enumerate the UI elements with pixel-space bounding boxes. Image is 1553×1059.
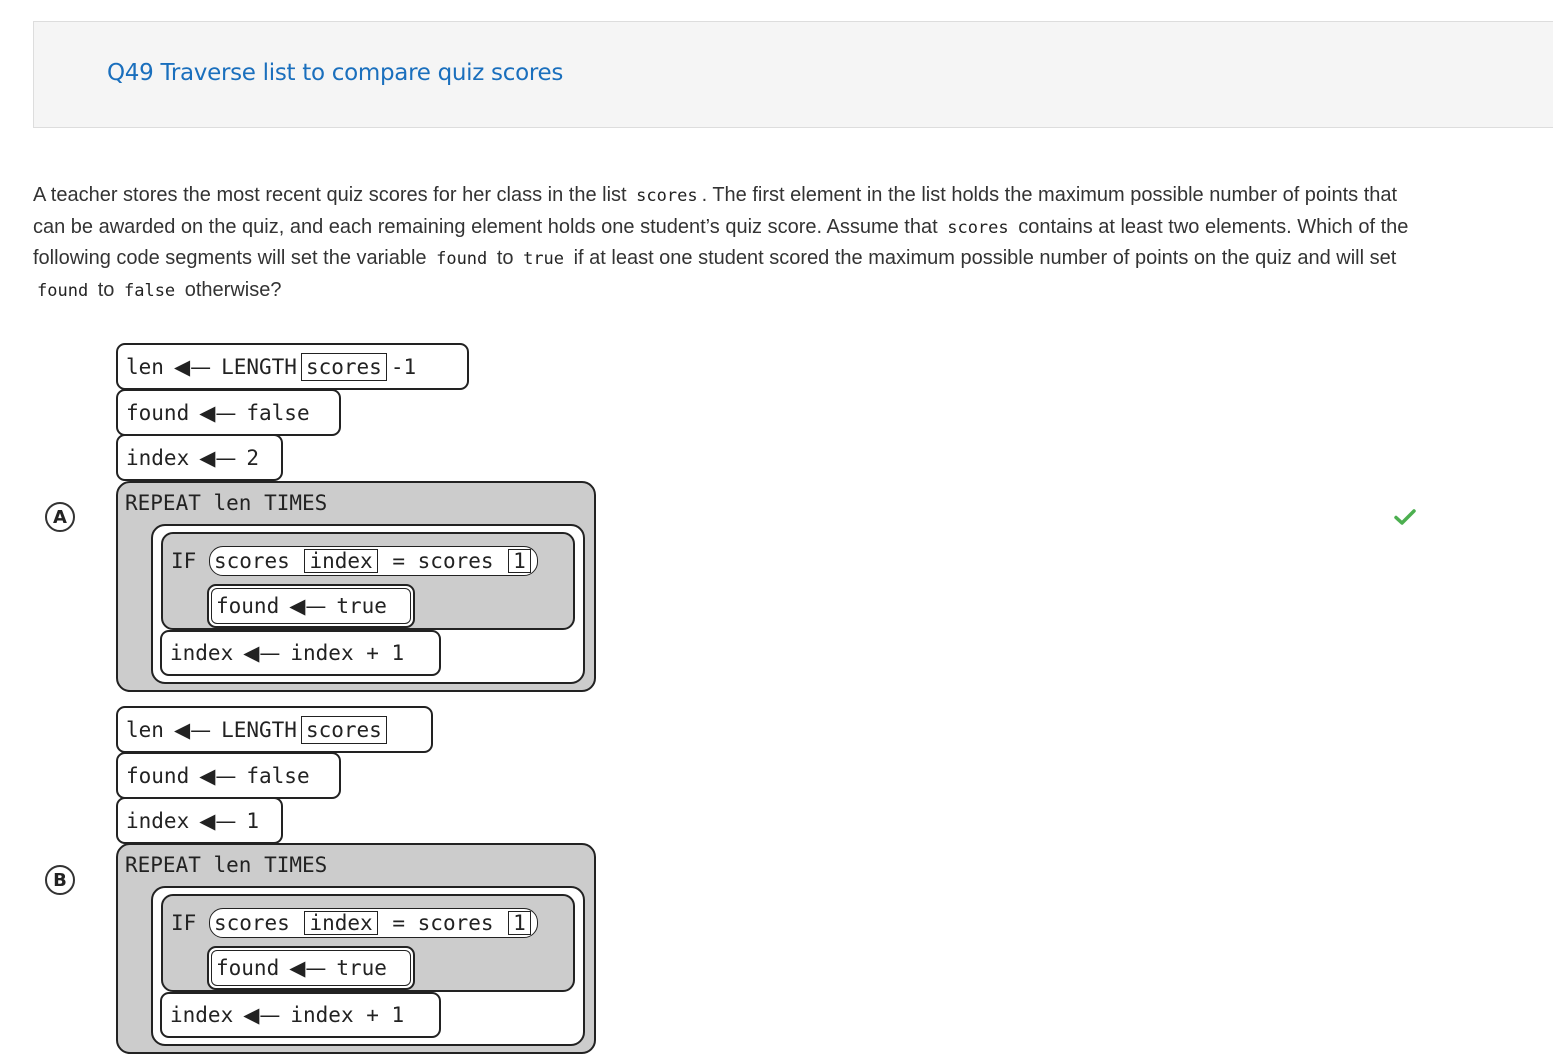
- assign-arrow-icon: ◀—: [199, 400, 237, 425]
- question-header: Q49 Traverse list to compare quiz scores: [33, 21, 1553, 128]
- code-line-set-found: found◀—true: [207, 584, 415, 628]
- assign-arrow-icon: ◀—: [199, 445, 237, 470]
- if-condition: scores index = scores 1: [208, 546, 538, 576]
- assign-arrow-icon: ◀—: [243, 641, 281, 665]
- assign-arrow-icon: ◀—: [199, 808, 237, 833]
- assign-arrow-icon: ◀—: [199, 763, 237, 788]
- assign-arrow-icon: ◀—: [289, 594, 327, 618]
- code-line-index: index◀—1: [116, 797, 283, 844]
- assign-arrow-icon: ◀—: [243, 1003, 281, 1027]
- if-condition: scores index = scores 1: [208, 908, 538, 938]
- code-line-found: found◀—false: [116, 389, 341, 436]
- question-title: Q49 Traverse list to compare quiz scores: [107, 60, 564, 86]
- repeat-block: REPEAT len TIMES IF scores index = score…: [116, 481, 596, 692]
- if-block: IF scores index = scores 1 found◀—true: [161, 532, 575, 630]
- if-block: IF scores index = scores 1 found◀—true: [161, 894, 575, 992]
- code-line-found: found◀—false: [116, 752, 341, 799]
- repeat-body: IF scores index = scores 1 found◀—true i…: [151, 886, 585, 1046]
- code-line-index: index◀—2: [116, 434, 283, 481]
- code-line-set-found: found◀—true: [207, 946, 415, 990]
- code-line-increment: index◀—index + 1: [160, 992, 441, 1038]
- assign-arrow-icon: ◀—: [289, 956, 327, 980]
- repeat-body: IF scores index = scores 1 found◀—true i…: [151, 524, 585, 684]
- assign-arrow-icon: ◀—: [173, 717, 212, 742]
- assign-arrow-icon: ◀—: [173, 354, 212, 379]
- question-text: A teacher stores the most recent quiz sc…: [33, 184, 1409, 301]
- option-letter-b[interactable]: B: [45, 865, 75, 895]
- code-line-increment: index◀—index + 1: [160, 630, 441, 676]
- check-icon: [1394, 509, 1416, 525]
- option-letter-a[interactable]: A: [45, 502, 75, 532]
- repeat-block: REPEAT len TIMES IF scores index = score…: [116, 843, 596, 1054]
